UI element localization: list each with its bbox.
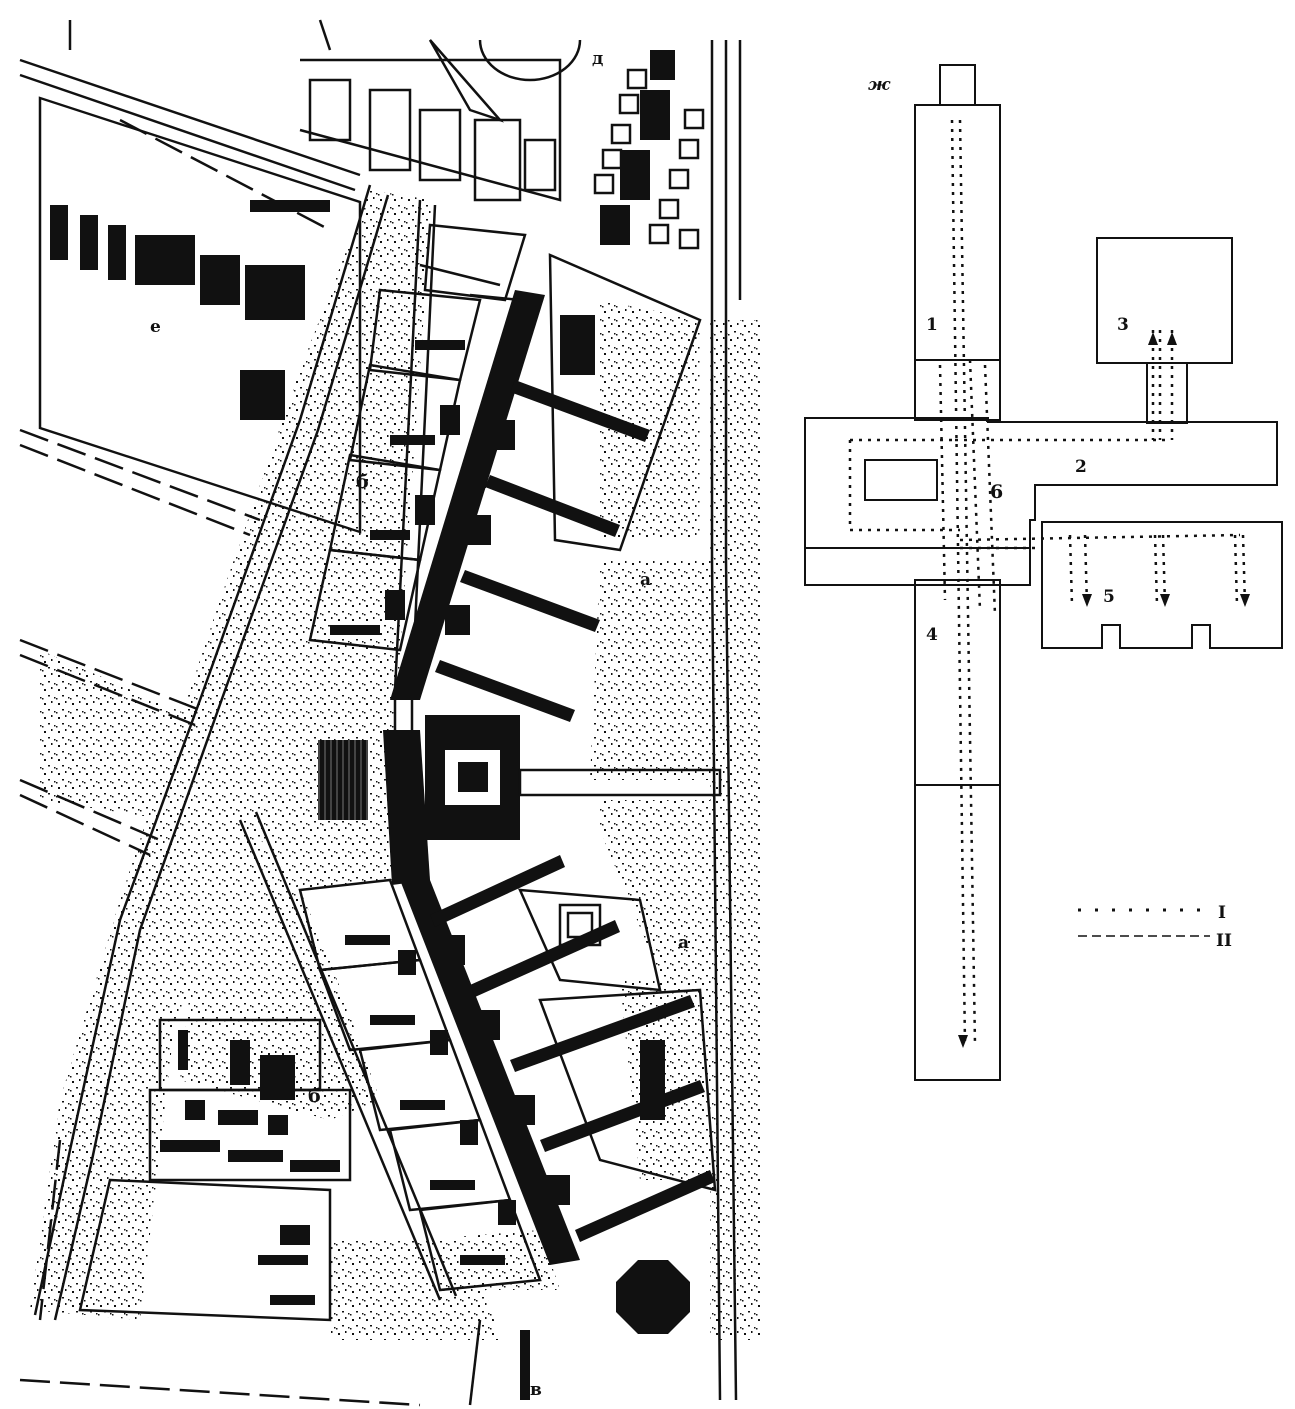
south-west-blocks (78, 1018, 352, 1322)
site-zone-labels: д е б а а б в (150, 49, 689, 1400)
schema-block-3 (1096, 237, 1233, 364)
schema-block-4 (914, 579, 1001, 786)
lower-blocks (298, 855, 717, 1292)
schema-block-5 (1041, 521, 1283, 649)
zone-label-e: е (150, 317, 161, 337)
zone-label-a-lower: а (678, 933, 689, 953)
north-west-buildings (50, 200, 330, 420)
upper-east-blocks (419, 223, 702, 722)
green-zones (30, 190, 760, 1340)
site-plan: д е б а а б в (19, 19, 760, 1407)
schema-neck (914, 359, 1001, 421)
legend: I II (1078, 903, 1232, 951)
schema-title-letter: ж (868, 75, 891, 95)
schema-number-1: 1 (926, 315, 938, 335)
schema-number-2: 2 (1075, 457, 1087, 477)
schema-top-cap (939, 64, 976, 106)
circulation-schema: ж (804, 64, 1283, 1081)
legend-label-II: II (1216, 931, 1232, 951)
dashed-roads (19, 118, 421, 1407)
schema-courtyard (864, 459, 938, 501)
central-spine (383, 290, 580, 1265)
schema-number-6: 6 (990, 481, 1003, 503)
route-arrows (958, 332, 1250, 1048)
central-square-building (318, 715, 722, 840)
zone-label-v: в (530, 1380, 542, 1400)
zone-label-b-lower: б (308, 1085, 321, 1107)
schema-number-4: 4 (926, 625, 938, 645)
north-east-buildings (593, 50, 705, 250)
zone-label-d: д (592, 49, 603, 69)
schema-number-5: 5 (1103, 587, 1115, 607)
legend-label-I: I (1218, 903, 1226, 923)
upper-west-blocks (308, 288, 482, 652)
schema-block-bottom (914, 784, 1001, 1081)
route-type-I (848, 119, 1247, 1046)
schema-numbers: 1 2 3 4 5 6 (926, 315, 1129, 645)
zone-label-a-right: а (640, 570, 651, 590)
zone-label-b-upper: б (356, 471, 369, 493)
south-elements (468, 1260, 690, 1406)
schema-number-3: 3 (1117, 315, 1129, 335)
north-blocks (19, 19, 582, 534)
